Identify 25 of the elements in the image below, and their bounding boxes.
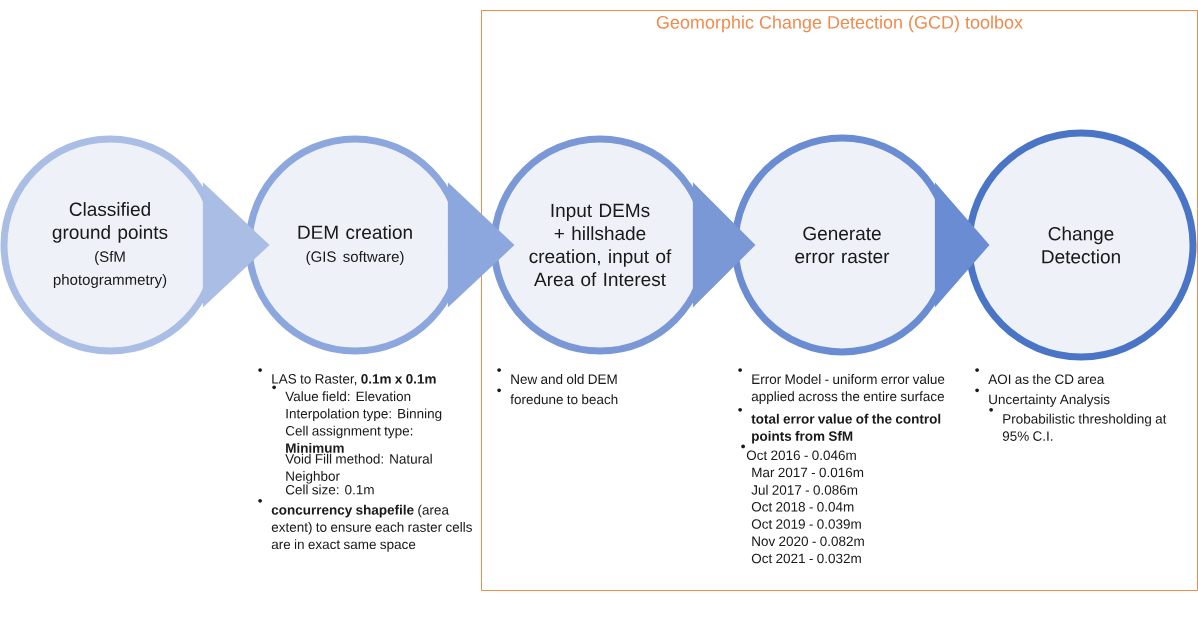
list-item: Uncertainty Analysis [975,388,1110,407]
list-item: Void Fill method: Natural Neighbor [285,453,432,484]
list-item: Jul 2017 - 0.086m [751,484,858,495]
list-item: Oct 2018 - 0.04m [751,502,854,512]
list-item: LAS to Raster, 0.1m x 0.1m [258,368,436,386]
list-item: Probabilistic thresholding at 95% C.I. [989,407,1167,441]
chevron-arrow [202,182,270,308]
list-item: AOI as the CD area [975,368,1105,384]
list-item: New and old DEM [497,368,617,384]
list-item: total error value of the control points from SfM [738,407,941,444]
list-item: Mar 2017 - 0.016m [752,467,864,478]
chevron-arrow [692,182,756,308]
list-item: Cell size: 0.1m [285,484,374,495]
list-item: Error Model - uniform error value applied across the entire surface [738,368,945,404]
list-item: Cell assignment type: Minimum [285,425,413,453]
chevron-arrow [447,182,515,308]
list-item: Nov 2020 - 0.082m [752,536,864,546]
list-item: Oct 2019 - 0.039m [751,519,861,529]
list-item: Value field: Elevation [272,385,411,402]
list-item: Oct 2021 - 0.032m [751,553,861,564]
list-item: Interpolation type: Binning [286,408,442,422]
list-item: Oct 2016 - 0.046m [741,444,856,460]
chevron-arrow [934,182,990,308]
list-item: foredune to beach [497,388,618,405]
list-item: concurrency shapefile (area extent) to ensure each raster cells are in exact same space [258,498,472,552]
